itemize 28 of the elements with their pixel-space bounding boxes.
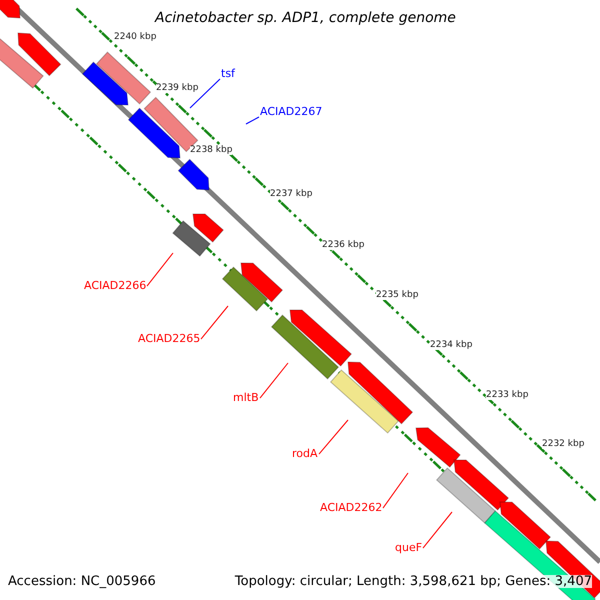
gene-label: ACIAD2262 (320, 502, 382, 513)
gene-label: ACIAD2265 (138, 333, 200, 344)
scale-label: 2235 kbp (376, 291, 418, 300)
gene-label: queF (395, 542, 422, 553)
leader-line (382, 472, 408, 509)
gene-label: mltB (233, 392, 259, 403)
gene-label: tsf (221, 68, 235, 79)
scale-label: 2237 kbp (270, 190, 312, 199)
scale-label: 2234 kbp (430, 341, 472, 350)
scale-label: 2239 kbp (156, 84, 198, 93)
scale-label: 2238 kbp (190, 146, 232, 155)
scale-label: 2240 kbp (114, 33, 156, 42)
leader-line (260, 362, 288, 399)
gene-label: ACIAD2266 (84, 280, 146, 291)
gene-label: ACIAD2267 (260, 106, 322, 117)
scale-label: 2232 kbp (542, 440, 584, 449)
leader-line (190, 78, 220, 108)
leader-line (422, 512, 452, 549)
gene-label: rodA (292, 448, 318, 459)
leader-line (146, 252, 174, 287)
genome-summary-text: Topology: circular; Length: 3,598,621 bp; Genes: 3,407 (234, 575, 592, 588)
accession-text: Accession: NC_005966 (8, 575, 156, 588)
leader-line (200, 306, 228, 340)
leader-line (246, 116, 260, 124)
scale-label: 2233 kbp (486, 391, 528, 400)
scale-label: 2236 kbp (322, 241, 364, 250)
leader-line (318, 420, 348, 455)
title: Acinetobacter sp. ADP1, complete genome (155, 11, 456, 25)
